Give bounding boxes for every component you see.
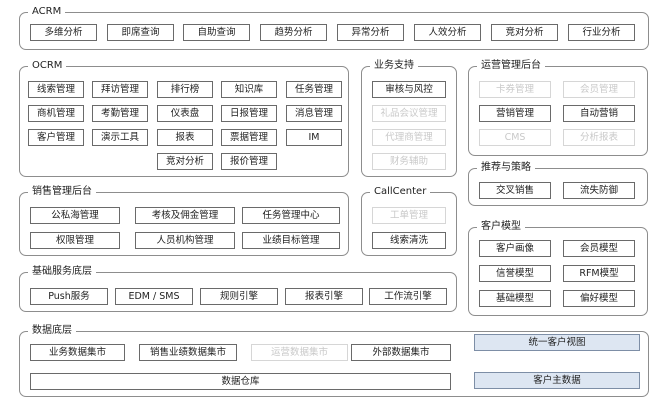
ocrm-item-2-0[interactable]: 客户管理: [28, 129, 84, 146]
xiaoshou-title: 销售管理后台: [28, 185, 96, 199]
jichu-item-1[interactable]: EDM / SMS: [115, 288, 193, 305]
acrm-item-3[interactable]: 趋势分析: [260, 24, 327, 41]
jichu-item-2[interactable]: 规则引擎: [200, 288, 278, 305]
ocrm-item-3-0[interactable]: 竞对分析: [157, 153, 213, 170]
xiaoshou-item-2[interactable]: 任务管理中心: [242, 207, 340, 224]
shuju-item-0[interactable]: 业务数据集市: [30, 344, 125, 361]
ocrm-item-1-1[interactable]: 考勤管理: [92, 105, 148, 122]
acrm-title: ACRM: [28, 5, 66, 19]
ocrm-item-2-1[interactable]: 演示工具: [92, 129, 148, 146]
kehu-title: 客户模型: [477, 220, 525, 234]
yewu-item-1: 礼品会议管理: [372, 105, 446, 122]
xiaoshou-item-4[interactable]: 人员机构管理: [135, 232, 235, 249]
callcenter-title: CallCenter: [370, 185, 431, 199]
acrm-item-7[interactable]: 行业分析: [568, 24, 635, 41]
acrm-item-6[interactable]: 竞对分析: [491, 24, 558, 41]
callcenter-item-1[interactable]: 线索清洗: [372, 232, 446, 249]
yunying-item-4: CMS: [479, 129, 551, 146]
xiaoshou-item-3[interactable]: 权限管理: [30, 232, 120, 249]
yunying-item-5: 分析报表: [563, 129, 635, 146]
ocrm-title: OCRM: [28, 59, 67, 73]
kehu-panel: 客户模型 客户画像 会员模型 信誉模型 RFM模型 基础模型 偏好模型: [468, 220, 648, 316]
xiaoshou-item-1[interactable]: 考核及佣金管理: [135, 207, 235, 224]
ocrm-item-1-2[interactable]: 仪表盘: [157, 105, 213, 122]
ocrm-item-1-3[interactable]: 日报管理: [221, 105, 277, 122]
xiaoshou-panel: 销售管理后台 公私海管理 考核及佣金管理 任务管理中心 权限管理 人员机构管理 …: [19, 185, 349, 256]
jichu-item-4[interactable]: 工作流引擎: [369, 288, 447, 305]
customer-master-data[interactable]: 客户主数据: [474, 372, 640, 389]
jichu-item-3[interactable]: 报表引擎: [285, 288, 363, 305]
ocrm-item-0-0[interactable]: 线索管理: [28, 81, 84, 98]
acrm-item-2[interactable]: 自助查询: [183, 24, 250, 41]
ocrm-item-1-0[interactable]: 商机管理: [28, 105, 84, 122]
shuju-item-3[interactable]: 外部数据集市: [351, 344, 451, 361]
kehu-item-1[interactable]: 会员模型: [563, 240, 635, 257]
yunying-item-1: 会员管理: [563, 81, 635, 98]
kehu-item-0[interactable]: 客户画像: [479, 240, 551, 257]
xiaoshou-item-0[interactable]: 公私海管理: [30, 207, 120, 224]
yewu-item-0[interactable]: 审核与风控: [372, 81, 446, 98]
yunying-panel: 运营管理后台 卡券管理 会员管理 营销管理 自动营销 CMS 分析报表: [468, 59, 648, 156]
acrm-item-5[interactable]: 人效分析: [414, 24, 481, 41]
yunying-item-2[interactable]: 营销管理: [479, 105, 551, 122]
jichu-item-0[interactable]: Push服务: [30, 288, 108, 305]
yewu-panel: 业务支持 审核与风控 礼品会议管理 代理商管理 财务辅助: [361, 59, 457, 177]
yewu-item-3: 财务辅助: [372, 153, 446, 170]
tuijian-item-0[interactable]: 交叉销售: [479, 182, 551, 199]
callcenter-item-0: 工单管理: [372, 207, 446, 224]
kehu-item-2[interactable]: 信誉模型: [479, 265, 551, 282]
shuju-item-1[interactable]: 销售业绩数据集市: [139, 344, 237, 361]
yewu-title: 业务支持: [370, 59, 418, 73]
ocrm-item-0-3[interactable]: 知识库: [221, 81, 277, 98]
shuju-title: 数据底层: [28, 324, 76, 338]
ocrm-item-1-4[interactable]: 消息管理: [286, 105, 342, 122]
acrm-item-1[interactable]: 即席查询: [107, 24, 174, 41]
callcenter-panel: CallCenter 工单管理 线索清洗: [361, 185, 457, 256]
ocrm-item-2-4[interactable]: IM: [286, 129, 342, 146]
kehu-item-4[interactable]: 基础模型: [479, 290, 551, 307]
yunying-title: 运营管理后台: [477, 59, 545, 73]
ocrm-item-2-3[interactable]: 票据管理: [221, 129, 277, 146]
acrm-item-0[interactable]: 多维分析: [30, 24, 97, 41]
jichu-title: 基础服务底层: [28, 265, 96, 279]
tuijian-item-1[interactable]: 流失防御: [563, 182, 635, 199]
ocrm-item-2-2[interactable]: 报表: [157, 129, 213, 146]
acrm-item-4[interactable]: 异常分析: [337, 24, 404, 41]
ocrm-item-3-1[interactable]: 报价管理: [221, 153, 277, 170]
yunying-item-0: 卡券管理: [479, 81, 551, 98]
ocrm-item-0-4[interactable]: 任务管理: [286, 81, 342, 98]
acrm-panel: ACRM 多维分析 即席查询 自助查询 趋势分析 异常分析 人效分析 竞对分析 …: [19, 5, 649, 50]
unified-customer-view[interactable]: 统一客户视图: [474, 334, 640, 351]
tuijian-panel: 推荐与策略 交叉销售 流失防御: [468, 161, 648, 206]
yewu-item-2: 代理商管理: [372, 129, 446, 146]
xiaoshou-item-5[interactable]: 业绩目标管理: [242, 232, 340, 249]
yunying-item-3[interactable]: 自动营销: [563, 105, 635, 122]
kehu-item-3[interactable]: RFM模型: [563, 265, 635, 282]
tuijian-title: 推荐与策略: [477, 161, 535, 175]
ocrm-item-0-1[interactable]: 拜访管理: [92, 81, 148, 98]
kehu-item-5[interactable]: 偏好模型: [563, 290, 635, 307]
shuju-item-2: 运营数据集市: [251, 344, 348, 361]
jichu-panel: 基础服务底层 Push服务 EDM / SMS 规则引擎 报表引擎 工作流引擎: [19, 265, 457, 312]
ocrm-panel: OCRM 线索管理 拜访管理 排行榜 知识库 任务管理 商机管理 考勤管理 仪表…: [19, 59, 349, 177]
shuju-warehouse[interactable]: 数据仓库: [30, 373, 451, 390]
ocrm-item-0-2[interactable]: 排行榜: [157, 81, 213, 98]
